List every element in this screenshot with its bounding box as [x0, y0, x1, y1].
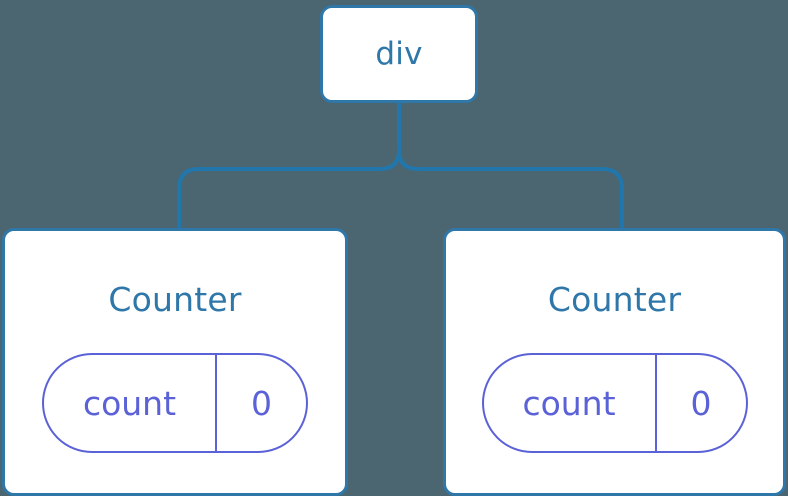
node-counter-right[interactable]: Counter count 0: [443, 228, 786, 496]
state-key-right: count: [484, 355, 657, 451]
state-value-left: 0: [251, 383, 272, 423]
node-counter-right-label: Counter: [547, 280, 682, 319]
node-counter-left-label: Counter: [108, 280, 242, 319]
node-div-label: div: [375, 35, 423, 72]
node-div[interactable]: div: [320, 5, 478, 103]
state-key-left: count: [44, 355, 217, 451]
connector-branch-right: [397, 149, 624, 230]
connector-branch-left: [177, 149, 401, 230]
state-value-right: 0: [690, 383, 712, 423]
node-counter-left[interactable]: Counter count 0: [2, 228, 348, 496]
state-pill-right[interactable]: count 0: [481, 353, 748, 453]
state-pill-left[interactable]: count 0: [42, 353, 308, 453]
